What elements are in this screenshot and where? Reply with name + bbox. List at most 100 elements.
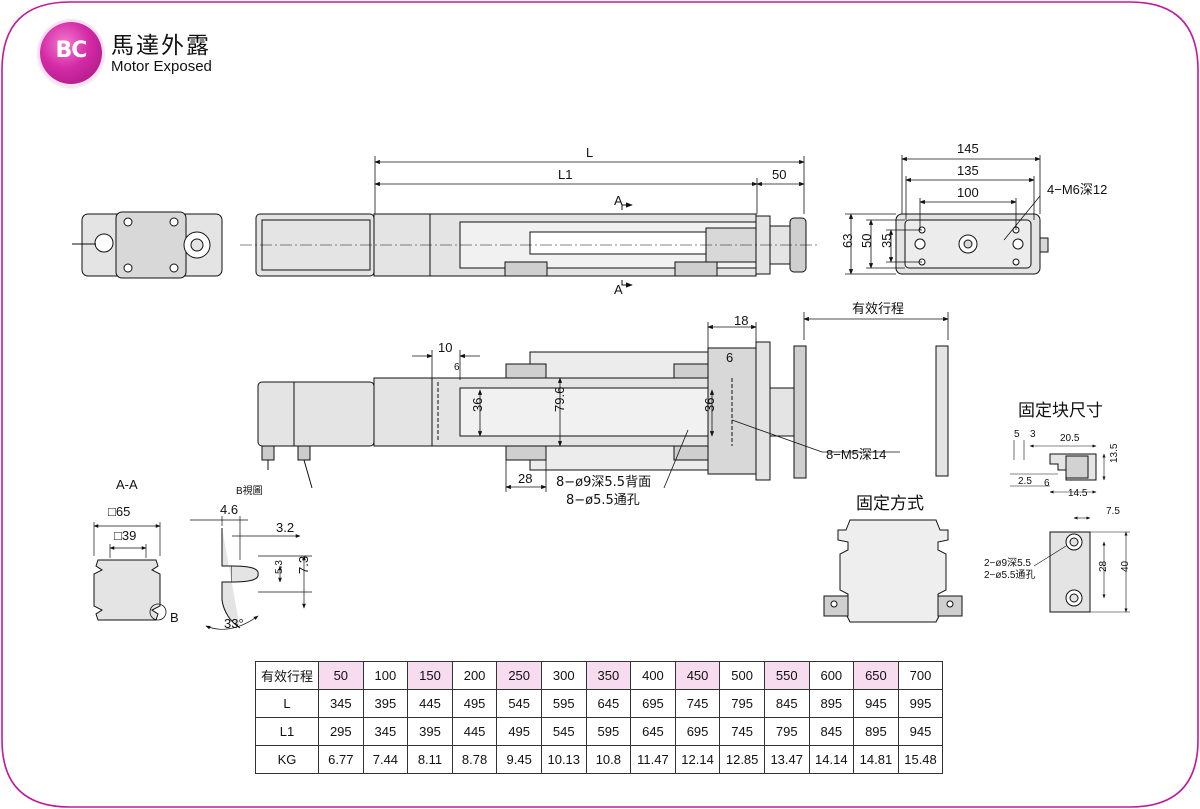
dim-50: 50 [772, 167, 786, 182]
table-cell: 12.14 [674, 745, 721, 774]
stroke-cell: 150 [407, 661, 453, 690]
b-dim-7-3: 7.3 [296, 556, 311, 574]
dim-79-6: 79.6 [552, 387, 567, 412]
dim-63: 63 [840, 234, 855, 248]
dim-36-left: 36 [470, 398, 485, 412]
thread-8m5-note: 8−M5深14 [826, 447, 886, 462]
fb-dim-28: 28 [1098, 560, 1109, 572]
fb-dim-7-5: 7.5 [1106, 506, 1120, 517]
dim-135: 135 [957, 163, 979, 178]
dim-18: 18 [734, 313, 748, 328]
fix-method-title: 固定方式 [856, 494, 924, 514]
table-cell: 695 [674, 717, 721, 746]
table-cell: 595 [540, 689, 587, 718]
table-row: L1 295 345 395 445 495 545 595 645 695 7… [255, 717, 944, 746]
table-cell: 645 [630, 717, 676, 746]
row-label: KG [255, 745, 319, 774]
section-a-label-top: A [614, 193, 623, 208]
fb-dim-40: 40 [1120, 560, 1131, 572]
table-cell: 995 [897, 689, 944, 718]
table-cell: 545 [540, 717, 587, 746]
aa-section-title: A-A [116, 477, 138, 492]
aa-dim-65: □65 [108, 504, 130, 519]
table-cell: 445 [407, 689, 453, 718]
dim-35: 35 [879, 234, 894, 248]
aa-dim-39: □39 [114, 528, 136, 543]
table-cell: 6.77 [318, 745, 364, 774]
table-cell: 795 [763, 717, 810, 746]
badge-text: BC [55, 38, 88, 63]
motor-end-view [72, 211, 223, 279]
stroke-cell: 50 [318, 661, 364, 690]
b-dim-3-2: 3.2 [276, 520, 294, 535]
row-label: L1 [255, 717, 319, 746]
stroke-plate [935, 345, 949, 477]
dim-28: 28 [518, 471, 532, 486]
table-cell: 345 [362, 717, 409, 746]
section-a-label-bottom: A [614, 282, 623, 297]
table-header-label: 有效行程 [255, 661, 319, 690]
fb-dim-14-5: 14.5 [1068, 488, 1088, 499]
b-view-title: B視圖 [236, 484, 263, 497]
table-cell: 395 [407, 717, 453, 746]
table-cell: 445 [451, 717, 498, 746]
b-view-detail [190, 516, 312, 630]
table-cell: 495 [451, 689, 498, 718]
table-cell: 345 [318, 689, 364, 718]
dim-100: 100 [957, 185, 979, 200]
table-row: KG 6.77 7.44 8.11 8.78 9.45 10.13 10.8 1… [255, 745, 944, 774]
stroke-cell: 650 [853, 661, 899, 690]
table-cell: 15.48 [897, 745, 944, 774]
table-cell: 14.14 [808, 745, 855, 774]
b-dim-5-3: 5.3 [274, 560, 285, 574]
stroke-cell: 100 [362, 661, 409, 690]
table-cell: 845 [763, 689, 810, 718]
actuator-side-view [257, 341, 807, 489]
fb-hole-note-1: 2−ø9深5.5 [984, 557, 1031, 569]
fix-block-front-view [1033, 516, 1130, 613]
hole-note-2: 8−ø5.5通孔 [566, 493, 640, 508]
fb-dim-6: 6 [1044, 478, 1050, 489]
fb-dim-5: 5 [1014, 429, 1020, 440]
stroke-cell: 700 [897, 661, 944, 690]
table-cell: 9.45 [496, 745, 542, 774]
row-label: L [255, 689, 319, 718]
effective-stroke-label: 有效行程 [852, 302, 904, 317]
table-cell: 895 [853, 717, 899, 746]
stroke-cell: 600 [808, 661, 855, 690]
fb-dim-20-5: 20.5 [1060, 433, 1080, 444]
table-cell: 495 [496, 717, 542, 746]
table-cell: 745 [719, 717, 765, 746]
dim-145: 145 [957, 141, 979, 156]
aa-section-profile [93, 522, 161, 621]
table-cell: 13.47 [763, 745, 810, 774]
table-cell: 10.13 [540, 745, 587, 774]
thread-4m6-note: 4−M6深12 [1047, 182, 1107, 197]
page-title-cn: 馬達外露 [111, 33, 211, 59]
stroke-cell: 400 [630, 661, 676, 690]
b-dim-33-deg: 33° [224, 616, 244, 631]
table-cell: 545 [496, 689, 542, 718]
carriage-end-view [895, 213, 1049, 275]
table-header-row: 有效行程 50 100 150 200 250 300 350 400 450 … [255, 661, 944, 690]
dim-36-right: 36 [702, 398, 717, 412]
dim-50-vertical: 50 [859, 234, 874, 248]
fix-block-side-view [1010, 440, 1106, 494]
spec-table: 有效行程 50 100 150 200 250 300 350 400 450 … [255, 661, 944, 774]
table-cell: 7.44 [362, 745, 409, 774]
dim-L: L [586, 145, 593, 160]
fb-dim-2-5: 2.5 [1018, 476, 1032, 487]
dim-L1: L1 [558, 167, 572, 182]
bc-badge-logo: BC [40, 22, 102, 84]
table-cell: 11.47 [630, 745, 676, 774]
table-cell: 645 [585, 689, 632, 718]
table-cell: 295 [318, 717, 364, 746]
table-cell: 8.11 [407, 745, 453, 774]
side-view-dimension-lines [412, 312, 949, 492]
table-cell: 945 [853, 689, 899, 718]
dim-10: 10 [438, 340, 452, 355]
stroke-cell: 200 [451, 661, 498, 690]
table-cell: 595 [585, 717, 632, 746]
